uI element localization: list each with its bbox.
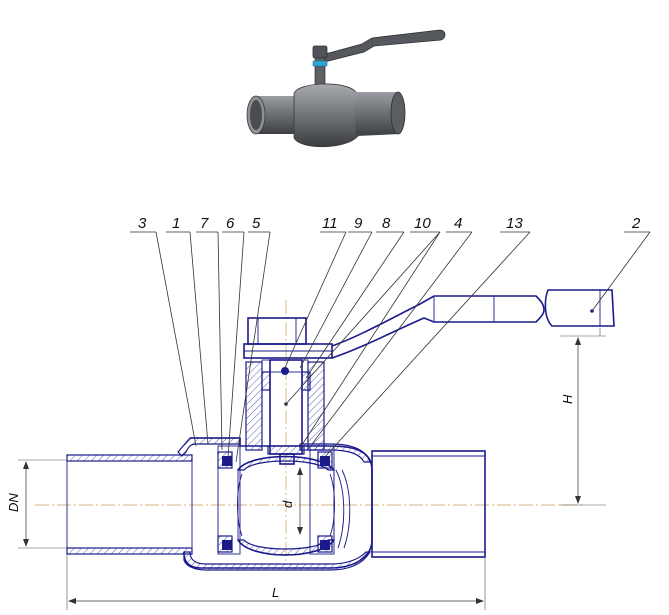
stem-pin — [281, 367, 289, 375]
callout-10: 10 — [414, 215, 431, 232]
dim-h-label: H — [560, 394, 575, 404]
valve-render — [246, 29, 446, 148]
handle — [331, 289, 615, 359]
callout-7: 7 — [200, 215, 209, 232]
seat-assembly — [217, 445, 336, 556]
dimensions: DN d H L — [6, 328, 606, 610]
callout-11: 11 — [322, 215, 338, 232]
render-handle — [317, 29, 446, 63]
dim-l-label: L — [272, 585, 279, 600]
callout-2: 2 — [631, 215, 641, 232]
valve-body — [177, 437, 373, 571]
callouts: 3 1 7 6 5 11 9 8 10 4 13 2 — [130, 215, 651, 463]
render-stem-ring — [312, 60, 328, 67]
render-left-pipe — [258, 96, 300, 134]
callout-3: 3 — [138, 215, 147, 232]
right-pipe-section — [371, 450, 486, 558]
callout-1: 1 — [172, 215, 180, 232]
callout-8: 8 — [382, 215, 391, 232]
callout-9: 9 — [354, 215, 363, 232]
render-body — [293, 83, 359, 148]
left-pipe-section — [66, 454, 193, 555]
render-right-pipe-end — [390, 91, 406, 135]
render-stem-nut — [312, 45, 328, 59]
stem-assembly — [243, 317, 333, 465]
callout-6: 6 — [226, 215, 235, 232]
callout-13: 13 — [506, 215, 523, 232]
callout-4: 4 — [454, 215, 462, 232]
render-left-pipe-bore — [250, 100, 262, 130]
callout-5: 5 — [252, 215, 261, 232]
render-right-pipe — [354, 92, 400, 136]
dim-dn-label: DN — [6, 493, 21, 512]
dim-d-label: d — [280, 500, 295, 508]
